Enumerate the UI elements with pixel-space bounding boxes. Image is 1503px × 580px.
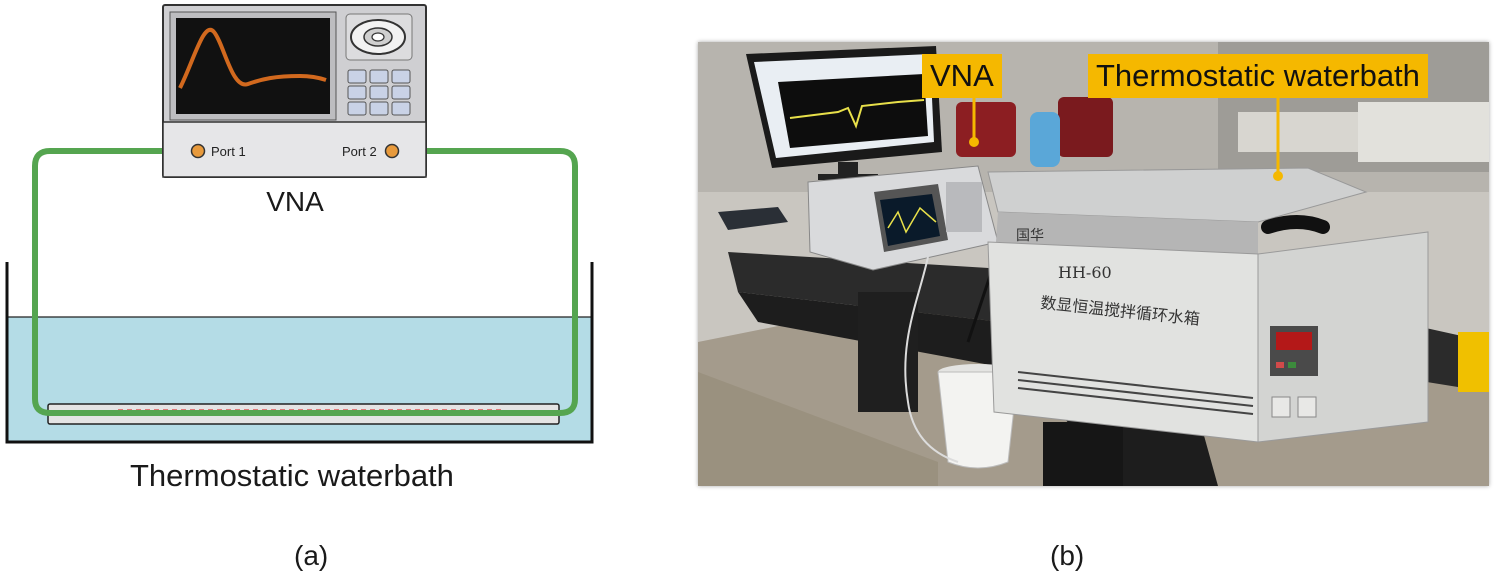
port1-label: Port 1 bbox=[211, 144, 246, 159]
caption-b: (b) bbox=[1050, 540, 1085, 571]
callout-vna: VNA bbox=[922, 54, 1002, 98]
caption-a: (a) bbox=[294, 540, 329, 571]
port2-label: Port 2 bbox=[342, 144, 377, 159]
port1-connector bbox=[190, 143, 206, 159]
callout-waterbath: Thermostatic waterbath bbox=[1088, 54, 1428, 98]
keypad-button bbox=[391, 101, 411, 116]
bath-model-text: HH-60 bbox=[1058, 263, 1112, 282]
keypad-button bbox=[347, 101, 367, 116]
cable bbox=[32, 148, 578, 416]
keypad-button bbox=[369, 101, 389, 116]
keypad-button bbox=[347, 69, 367, 84]
keypad-button bbox=[369, 69, 389, 84]
keypad-button bbox=[391, 69, 411, 84]
keypad-icon bbox=[347, 69, 411, 116]
waterbath-label: Thermostatic waterbath bbox=[130, 458, 454, 493]
bath-brand-text: 国华 bbox=[1016, 228, 1044, 244]
schematic-diagram: Port 1 Port 2 bbox=[5, 4, 594, 444]
photo-illustration: 国华 HH-60 数显恒温搅拌循环水箱 bbox=[698, 42, 1489, 486]
vna-label: VNA bbox=[266, 186, 324, 217]
port2-connector bbox=[384, 143, 400, 159]
keypad-button bbox=[347, 85, 367, 100]
lab-setup-photo: 国华 HH-60 数显恒温搅拌循环水箱 VNA Thermostatic wat… bbox=[698, 42, 1489, 486]
bath-container bbox=[5, 262, 594, 444]
vna-trace bbox=[178, 27, 327, 89]
vna-instrument: Port 1 Port 2 bbox=[162, 4, 427, 178]
keypad-button bbox=[391, 85, 411, 100]
keypad-button bbox=[369, 85, 389, 100]
vna-screen bbox=[176, 18, 330, 114]
